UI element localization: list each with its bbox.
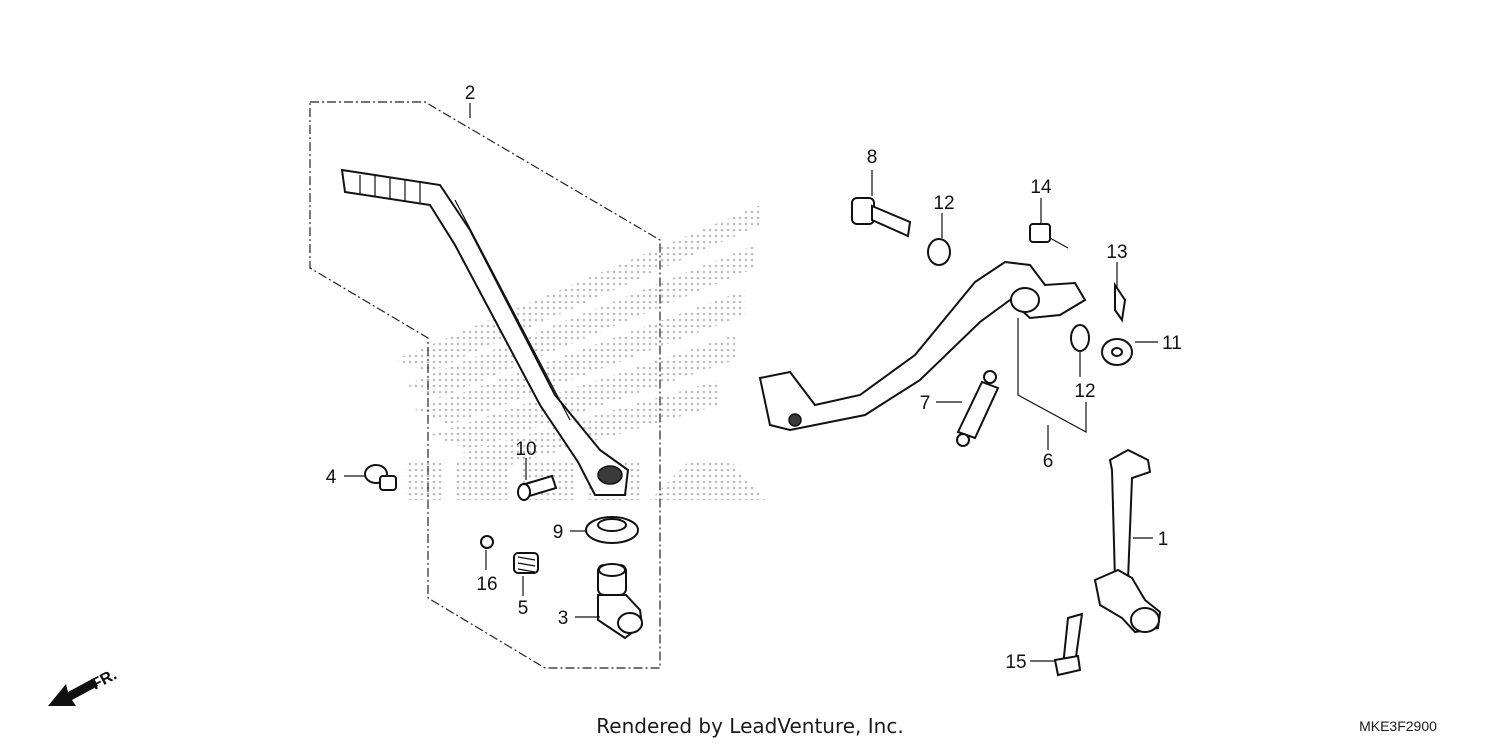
- washer-part-11: [1101, 338, 1133, 366]
- callout-12b: 12: [1074, 381, 1095, 402]
- o-ring-part-12a: [927, 238, 951, 266]
- bolt-part-4: [364, 464, 397, 491]
- callout-1: 1: [1158, 529, 1169, 550]
- callout-5: 5: [518, 598, 529, 619]
- callout-10: 10: [515, 439, 536, 460]
- gearshift-pedal-part-1: [1093, 448, 1162, 634]
- callout-7: 7: [920, 393, 931, 414]
- kick-starter-arm: [340, 168, 630, 496]
- assembly-boundary-kick-starter: [309, 101, 661, 669]
- seal-part-9: [585, 516, 639, 544]
- callout-4: 4: [326, 467, 337, 488]
- brake-pedal-part-6: [758, 260, 1087, 432]
- front-label: FR.: [89, 666, 120, 693]
- callout-13: 13: [1106, 242, 1127, 263]
- callout-2: 2: [465, 83, 476, 104]
- callout-16: 16: [476, 574, 497, 595]
- clip-part-14: [1029, 223, 1069, 249]
- return-spring-part-7: [956, 370, 1000, 447]
- front-arrow-icon: [48, 678, 98, 706]
- leader-lines: [344, 103, 1158, 662]
- callout-3: 3: [558, 608, 569, 629]
- cotter-pin-part-13: [1114, 281, 1127, 323]
- callout-12a: 12: [933, 193, 954, 214]
- callout-11: 11: [1162, 333, 1182, 354]
- kick-arm-boss-part-3: [597, 563, 644, 640]
- spring-part-5: [513, 552, 539, 574]
- pivot-bolt-part-8: [851, 197, 912, 238]
- render-credit: Rendered by LeadVenture, Inc.: [596, 714, 903, 738]
- ball-part-16: [480, 535, 494, 549]
- bolt-part-10: [517, 474, 558, 501]
- callout-14: 14: [1030, 177, 1052, 198]
- callout-8: 8: [867, 147, 878, 168]
- bolt-part-15: [1053, 612, 1084, 677]
- callout-6: 6: [1043, 451, 1054, 472]
- o-ring-part-12b: [1070, 324, 1090, 352]
- diagram-code: MKE3F2900: [1359, 718, 1437, 734]
- front-direction-indicator: FR.: [48, 666, 120, 706]
- callout-9: 9: [553, 522, 564, 543]
- callout-15: 15: [1005, 652, 1026, 673]
